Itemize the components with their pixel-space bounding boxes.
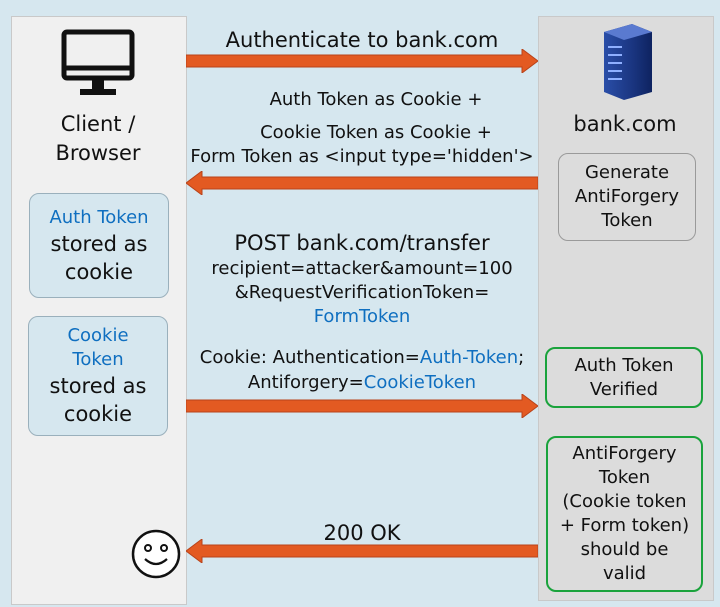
auth-token-verified-box: Auth Token Verified — [545, 347, 703, 408]
client-label: Client / Browser — [20, 110, 176, 168]
generate-line2: AntiForgery — [574, 186, 680, 207]
post-line2: recipient=attacker&amount=100 — [211, 258, 513, 279]
auth-verified-line2: Verified — [589, 378, 659, 400]
cookie-text: cookie — [64, 259, 134, 284]
bank-label: bank.com — [573, 112, 677, 136]
generate-line3: Token — [601, 210, 653, 231]
generate-antiforgery-box: Generate AntiForgery Token — [558, 153, 696, 241]
antiforgery-line4: + Form token) — [559, 515, 690, 536]
stored-as-text: stored as — [49, 374, 147, 398]
monitor-icon — [60, 28, 136, 100]
cookie-token-title-2: Token — [72, 349, 124, 370]
authenticate-message: Authenticate to bank.com — [225, 28, 499, 52]
client-lane — [11, 16, 187, 605]
post-arrow — [186, 394, 538, 418]
cookie-prefix: Cookie: Authentication= — [199, 347, 420, 368]
cookie-auth-value: Auth-Token — [419, 347, 519, 368]
client-label-line1: Client / — [60, 112, 136, 136]
antiforgery-valid-box: AntiForgery Token (Cookie token + Form t… — [546, 436, 703, 592]
antiforgery-line3: (Cookie token — [562, 491, 687, 512]
authenticate-arrow — [186, 49, 538, 73]
smiley-face-icon — [130, 528, 182, 580]
antiforgery-line1: AntiForgery — [572, 443, 677, 464]
ok-arrow — [186, 539, 538, 563]
antiforgery-line6: valid — [602, 563, 647, 584]
client-label-line2: Browser — [55, 141, 141, 165]
antiforgery-cookie-line: Antiforgery=CookieToken — [186, 371, 538, 395]
auth-verified-line1: Auth Token — [574, 354, 674, 376]
cookie-header-line: Cookie: Authentication=Auth-Token; — [186, 346, 538, 370]
cookie-token-cookie-box: Cookie Token stored as cookie — [28, 316, 168, 436]
antiforgery-line5: should be — [580, 539, 669, 560]
auth-token-title: Auth Token — [49, 206, 149, 228]
response-arrow — [186, 171, 538, 195]
stored-as-text: stored as — [50, 231, 148, 256]
response-line1: Auth Token as Cookie + — [269, 89, 483, 110]
response-line2: Cookie Token as Cookie + — [260, 122, 492, 143]
antiforgery-line2: Token — [598, 467, 651, 488]
auth-token-cookie-box: Auth Token stored as cookie — [29, 193, 169, 298]
cookie-token-title-1: Cookie — [67, 325, 129, 346]
ok-message: 200 OK — [323, 521, 401, 545]
post-line4: FormToken — [313, 306, 411, 327]
post-line3: &RequestVerificationToken= — [234, 282, 490, 303]
cookie-text: cookie — [63, 402, 133, 426]
response-line3: Form Token as <input type='hidden'> — [190, 146, 534, 167]
antiforgery-value: CookieToken — [363, 372, 477, 393]
cookie-semicolon: ; — [518, 347, 525, 368]
antiforgery-prefix: Antiforgery= — [247, 372, 364, 393]
post-line1: POST bank.com/transfer — [234, 231, 490, 255]
server-icon — [598, 22, 654, 100]
generate-line1: Generate — [584, 162, 670, 183]
